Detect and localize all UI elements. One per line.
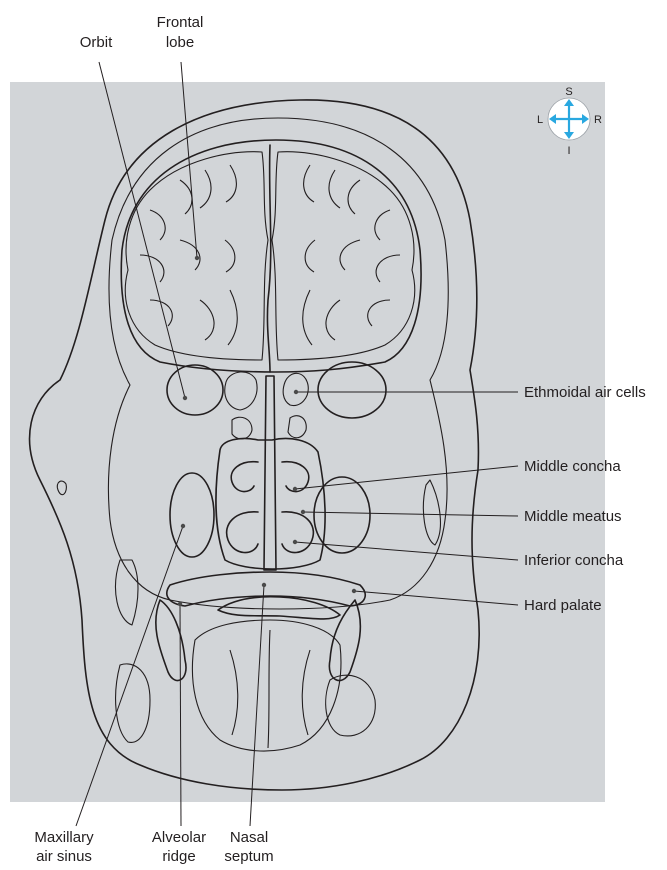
- label-nasal-line2: septum: [224, 848, 273, 865]
- label-maxillary-line2: air sinus: [36, 848, 92, 865]
- label-maxillary-line1: Maxillary: [34, 829, 94, 846]
- orient-right: R: [594, 114, 602, 126]
- label-middle-concha: Middle concha: [524, 458, 621, 475]
- background-panel: [10, 82, 605, 802]
- label-inferior-concha: Inferior concha: [524, 552, 624, 569]
- label-orbit: Orbit: [80, 34, 113, 51]
- label-frontal-lobe-line1: Frontal: [157, 14, 204, 31]
- label-alveolar-line2: ridge: [162, 848, 195, 865]
- label-nasal-line1: Nasal: [230, 829, 268, 846]
- orient-left: L: [537, 114, 543, 126]
- label-ethmoidal-air-cells: Ethmoidal air cells: [524, 384, 646, 401]
- orient-superior: S: [565, 86, 572, 98]
- orientation-compass: S I L R: [533, 82, 605, 158]
- label-alveolar-line1: Alveolar: [152, 829, 206, 846]
- label-middle-meatus: Middle meatus: [524, 508, 622, 525]
- label-hard-palate: Hard palate: [524, 597, 602, 614]
- label-frontal-lobe-line2: lobe: [166, 34, 194, 51]
- orient-inferior: I: [567, 145, 570, 157]
